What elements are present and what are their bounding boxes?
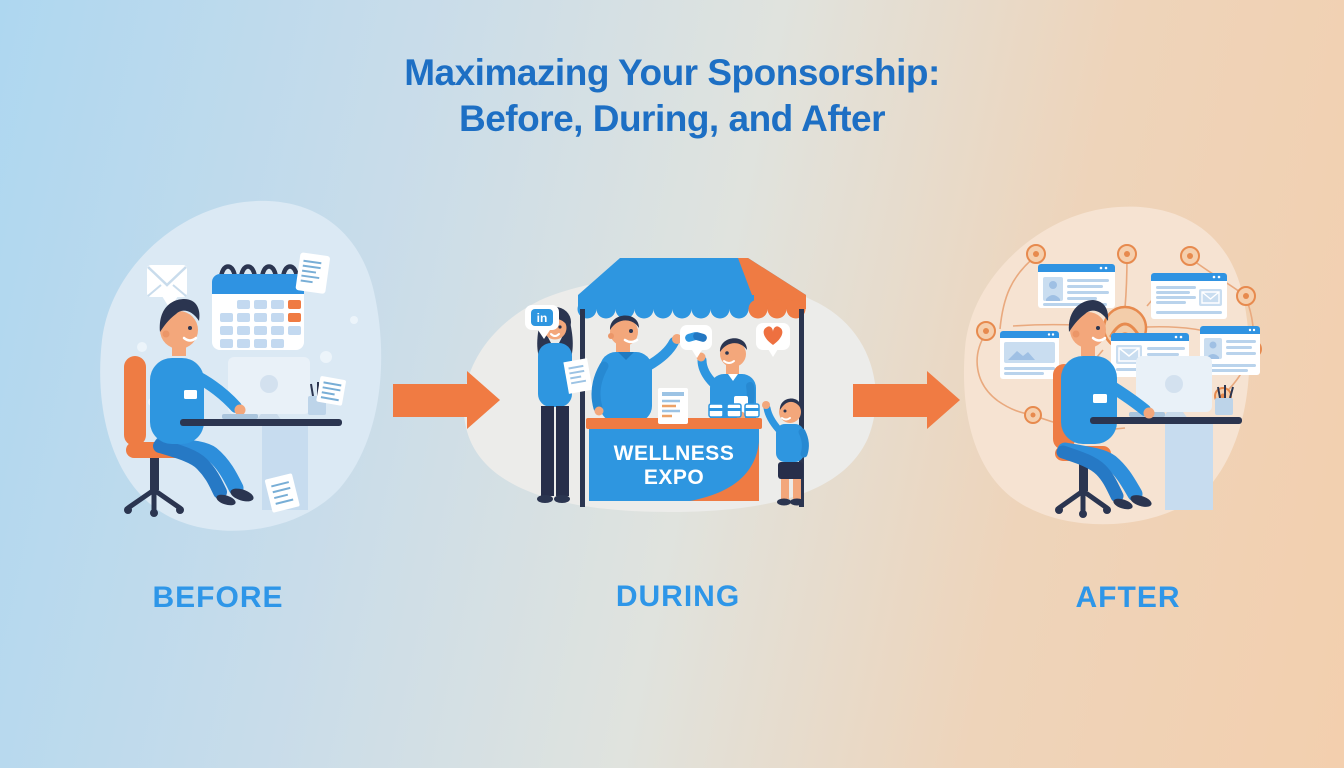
handshake-icon	[685, 332, 707, 342]
during-scene: WELLNESS EXPO	[463, 258, 876, 512]
expo-booth	[577, 258, 806, 507]
after-scene	[963, 206, 1262, 525]
email-bubble-icon	[147, 265, 187, 309]
stage-label-after: AFTER	[1075, 581, 1181, 614]
title-line-1: Maximazing Your Sponsorship:	[404, 52, 940, 93]
office-desk	[1090, 417, 1242, 424]
heart-speech-bubble	[756, 323, 790, 357]
browser-window-post-5	[1200, 326, 1260, 375]
calendar-highlight-dates	[288, 300, 301, 322]
browser-window-post-1	[1038, 264, 1115, 308]
booth-sign-line-1: WELLNESS	[614, 442, 735, 465]
stage-label-before: BEFORE	[152, 581, 284, 614]
flyer-icon	[658, 388, 688, 424]
booth-counter: WELLNESS EXPO	[586, 418, 762, 501]
name-badge	[184, 390, 197, 399]
office-desk	[180, 419, 342, 426]
arrow-head-icon	[927, 371, 960, 429]
email-icon	[1116, 345, 1142, 364]
linkedin-badge-text: in	[537, 311, 548, 325]
before-scene	[100, 200, 382, 531]
email-icon	[1199, 289, 1222, 306]
calendar-icon	[212, 264, 304, 350]
page-title: Maximazing Your Sponsorship: Before, Dur…	[0, 50, 1344, 142]
linkedin-icon	[531, 309, 553, 326]
keyboard	[222, 414, 258, 419]
flow-arrow-2	[853, 371, 960, 429]
handshake-speech-bubble	[680, 325, 712, 358]
arrow-body	[393, 383, 467, 417]
desktop-monitor	[1136, 356, 1212, 419]
cups-icon	[708, 403, 760, 418]
falling-document-icon	[264, 473, 300, 513]
linkedin-speech-bubble: in	[525, 305, 559, 339]
calendar-grid	[220, 300, 301, 348]
visitor-boy	[762, 398, 809, 506]
hair	[1068, 300, 1109, 332]
title-line-2: Before, During, and After	[458, 97, 886, 139]
arrow-body	[853, 383, 927, 417]
hair	[159, 299, 200, 332]
browser-window-post-2	[1151, 273, 1227, 319]
desk-pedestal	[1165, 424, 1213, 510]
name-badge	[1093, 394, 1107, 403]
desk-document-icon	[316, 376, 346, 406]
stage-label-during: DURING	[615, 580, 741, 613]
note-icon	[295, 252, 330, 294]
arrow-head-icon	[467, 371, 500, 429]
staff-man	[591, 315, 682, 422]
handout-paper	[563, 358, 593, 394]
flow-arrow-1	[393, 371, 500, 429]
visitor-man	[696, 338, 756, 432]
booth-sign-line-2: EXPO	[644, 466, 704, 489]
browser-window-post-3	[1000, 331, 1059, 379]
typing-arm	[1095, 374, 1155, 419]
pen-cup	[1215, 385, 1234, 415]
heart-icon	[763, 326, 783, 345]
